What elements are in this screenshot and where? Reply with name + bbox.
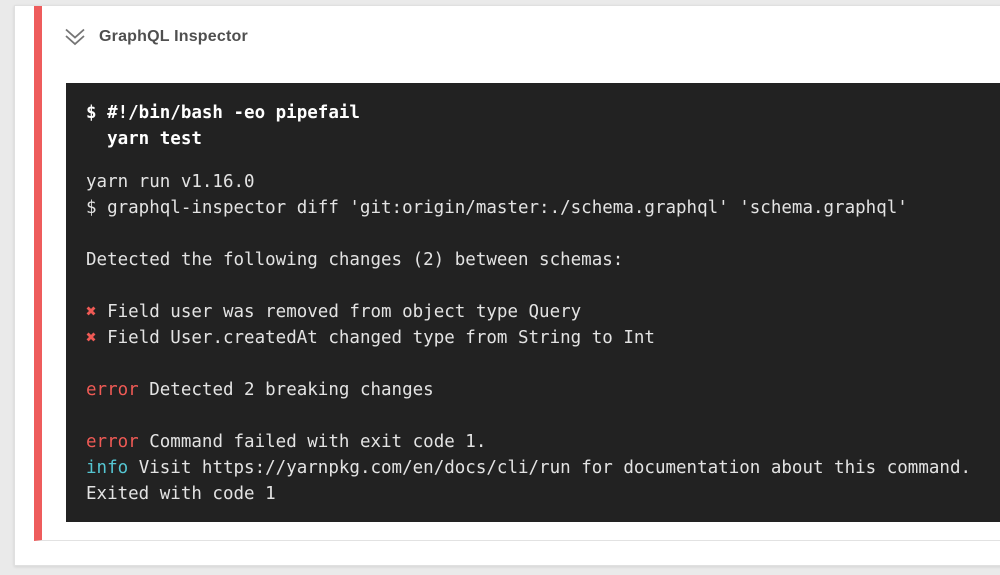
command-block: $ #!/bin/bash -eo pipefail yarn test [86, 103, 360, 149]
error-label: error [86, 432, 139, 452]
output-block: yarn run v1.16.0 $ graphql-inspector dif… [86, 172, 972, 504]
failed-step-section: GraphQL Inspector $ #!/bin/bash -eo pipe… [34, 6, 1000, 541]
breaking-change-cross-icon: ✖ [86, 328, 97, 348]
double-chevron-down-icon [65, 28, 85, 46]
terminal-output: $ #!/bin/bash -eo pipefail yarn test yar… [66, 83, 1000, 522]
step-title: GraphQL Inspector [99, 28, 248, 45]
breaking-change-cross-icon: ✖ [86, 302, 97, 322]
info-label: info [86, 458, 129, 478]
step-header[interactable]: GraphQL Inspector [42, 6, 1000, 66]
error-label: error [86, 380, 139, 400]
build-output-card: GraphQL Inspector $ #!/bin/bash -eo pipe… [14, 5, 1000, 566]
